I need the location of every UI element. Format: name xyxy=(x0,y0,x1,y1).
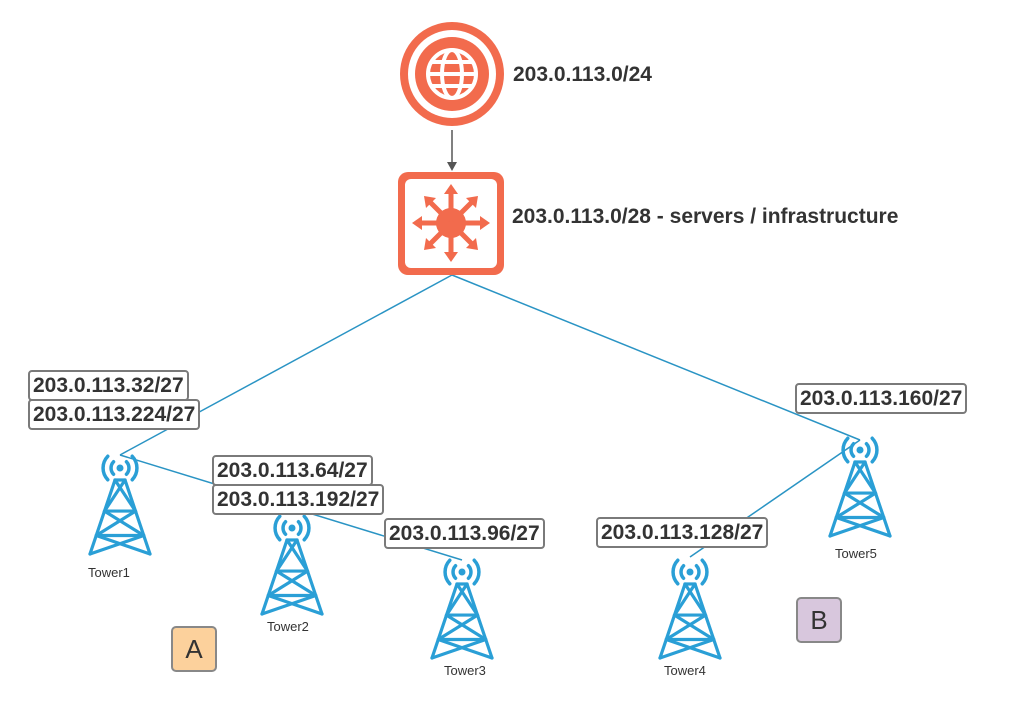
tower5-icon xyxy=(828,436,892,538)
tower4-icon xyxy=(658,558,722,660)
tower4-label: Tower4 xyxy=(664,663,706,678)
internet-subnet-label: 203.0.113.0/24 xyxy=(513,63,652,86)
globe-icon xyxy=(400,22,504,126)
tower2-label: Tower2 xyxy=(267,619,309,634)
subnet-box-tower2-b: 203.0.113.192/27 xyxy=(212,484,385,515)
router-subnet-label: 203.0.113.0/28 - servers / infrastructur… xyxy=(512,205,899,228)
marker-b: B xyxy=(796,597,842,643)
marker-a: A xyxy=(171,626,217,672)
tower5-label: Tower5 xyxy=(835,546,877,561)
tower3-label: Tower3 xyxy=(444,663,486,678)
tower2-icon xyxy=(260,514,324,616)
link-router-tower5 xyxy=(451,274,861,441)
tower1-label: Tower1 xyxy=(88,565,130,580)
subnet-box-tower1-b: 203.0.113.224/27 xyxy=(28,399,201,430)
subnet-box-tower2-a: 203.0.113.64/27 xyxy=(212,455,373,486)
router-hub-icon xyxy=(398,172,504,275)
arrow-head xyxy=(447,162,457,171)
subnet-box-tower1-a: 203.0.113.32/27 xyxy=(28,370,189,401)
subnet-box-tower4: 203.0.113.128/27 xyxy=(596,517,769,548)
subnet-box-tower5: 203.0.113.160/27 xyxy=(795,383,968,414)
tower3-icon xyxy=(430,558,494,660)
tower1-icon xyxy=(88,454,152,556)
subnet-box-tower3: 203.0.113.96/27 xyxy=(384,518,545,549)
